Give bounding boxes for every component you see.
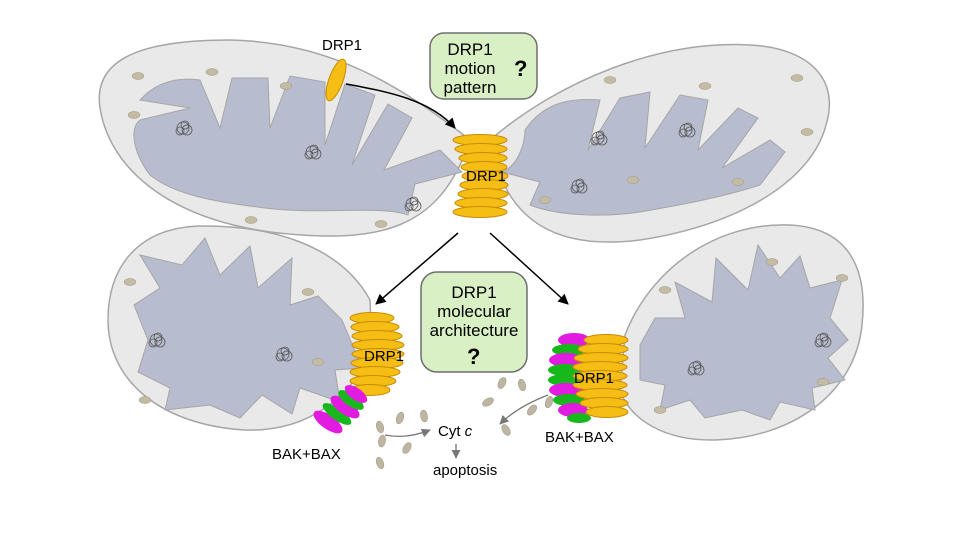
top-drp1-ring bbox=[452, 134, 509, 218]
bax-subunit bbox=[322, 403, 352, 425]
left-daughter-mitochondrion: DRP1 BAK+BAX bbox=[107, 225, 405, 463]
granule bbox=[138, 396, 152, 404]
cytc-molecule bbox=[375, 456, 385, 470]
granule bbox=[731, 178, 745, 186]
bakbax-label-left: BAK+BAX bbox=[272, 446, 341, 463]
granule bbox=[123, 278, 137, 286]
bax-subunit bbox=[567, 413, 591, 423]
granule bbox=[626, 176, 640, 184]
apoptosis-label: apoptosis bbox=[433, 462, 497, 479]
mtdna-icon bbox=[304, 144, 322, 160]
granule bbox=[800, 128, 814, 136]
granule bbox=[311, 358, 325, 366]
box1-question-mark: ? bbox=[514, 56, 527, 81]
granule bbox=[131, 72, 145, 80]
cytc-molecule bbox=[544, 395, 554, 409]
cytc-label: Cyt c bbox=[438, 423, 473, 440]
top-left-matrix bbox=[133, 75, 463, 216]
mtdna-icon bbox=[175, 120, 193, 136]
granule bbox=[790, 74, 804, 82]
mtdna-icon bbox=[404, 196, 422, 212]
cytc-molecule bbox=[482, 397, 494, 407]
mtdna-icon bbox=[275, 346, 293, 362]
free-drp1-label: DRP1 bbox=[322, 37, 362, 54]
mtdna-icon bbox=[570, 178, 588, 194]
granule bbox=[698, 82, 712, 90]
right-daughter-granules bbox=[653, 258, 849, 414]
cytc-molecule bbox=[395, 411, 405, 425]
granule bbox=[244, 216, 258, 224]
bax-subunit bbox=[553, 394, 585, 406]
mtdna-icon bbox=[148, 332, 166, 348]
box1-line1: DRP1 bbox=[447, 40, 492, 59]
granule bbox=[765, 258, 779, 266]
granule bbox=[279, 82, 293, 90]
left-drp1-cap bbox=[349, 312, 405, 396]
box1-line3: pattern bbox=[444, 78, 497, 97]
arrow-to-left-daughter bbox=[375, 232, 459, 305]
granule bbox=[835, 274, 849, 282]
right-drp1-cap bbox=[572, 334, 629, 418]
bakbax-label-right: BAK+BAX bbox=[545, 429, 614, 446]
constriction-drp1-label-right: DRP1 bbox=[574, 370, 614, 387]
box2-line2: molecular bbox=[437, 302, 511, 321]
box2-line3: architecture bbox=[430, 321, 519, 340]
cytc-molecule bbox=[518, 378, 526, 392]
granule bbox=[301, 288, 315, 296]
bax-subunit bbox=[552, 344, 586, 356]
cytc-molecule bbox=[378, 434, 386, 448]
question-box-motion: DRP1 motion pattern ? bbox=[429, 32, 538, 100]
box1-line2: motion bbox=[444, 59, 495, 78]
top-granules bbox=[127, 68, 814, 228]
question-box-architecture: DRP1 molecular architecture ? bbox=[420, 271, 528, 373]
bak-subunit bbox=[344, 385, 368, 403]
constriction-drp1-label-left: DRP1 bbox=[364, 348, 404, 365]
granule bbox=[374, 220, 388, 228]
right-daughter-mitochondrion: DRP1 BAK+BAX bbox=[545, 224, 864, 446]
released-cytochrome-c bbox=[375, 377, 554, 470]
cytc-molecule bbox=[497, 377, 507, 389]
drp1-subunit bbox=[585, 406, 629, 418]
right-daughter-mtdna bbox=[687, 332, 832, 376]
bak-subunit bbox=[558, 333, 590, 347]
drp1-subunit bbox=[452, 206, 508, 218]
cytc-molecule bbox=[376, 420, 384, 434]
cytc-release-arrow-right bbox=[499, 394, 549, 425]
mtdna-icon bbox=[814, 332, 832, 348]
granule bbox=[653, 406, 667, 414]
left-bakbax-pore bbox=[313, 385, 368, 434]
arrow-to-right-daughter bbox=[489, 232, 569, 305]
cytc-molecule bbox=[501, 424, 511, 436]
bak-subunit bbox=[330, 395, 360, 419]
bak-subunit bbox=[313, 410, 343, 434]
mtdna-icon bbox=[678, 122, 696, 138]
granule bbox=[603, 76, 617, 84]
top-mtdna-nucleoids bbox=[175, 120, 696, 212]
box2-line1: DRP1 bbox=[451, 283, 496, 302]
mtdna-icon bbox=[687, 360, 705, 376]
cytc-molecule bbox=[527, 404, 537, 416]
free-drp1-molecule bbox=[325, 58, 347, 102]
cytc-molecule bbox=[420, 409, 428, 423]
cytc-molecule bbox=[402, 442, 412, 454]
mtdna-icon bbox=[590, 130, 608, 146]
top-mitochondrion: DRP1 DRP1 DRP1 motion pattern ? bbox=[98, 32, 831, 243]
right-daughter-matrix bbox=[639, 243, 849, 421]
bax-subunit bbox=[338, 390, 364, 410]
granule bbox=[816, 378, 830, 386]
top-right-matrix bbox=[500, 91, 786, 216]
constriction-drp1-label-top: DRP1 bbox=[466, 168, 506, 185]
left-daughter-mtdna bbox=[148, 332, 293, 362]
cytc-release-arrow-left bbox=[384, 428, 431, 438]
granule bbox=[538, 196, 552, 204]
granule bbox=[658, 286, 672, 294]
granule bbox=[127, 111, 141, 119]
box2-question-mark: ? bbox=[467, 344, 480, 369]
drp1-recruitment-arrow bbox=[345, 83, 456, 129]
granule bbox=[205, 68, 219, 76]
left-daughter-granules bbox=[123, 278, 325, 404]
left-daughter-matrix bbox=[133, 237, 363, 419]
